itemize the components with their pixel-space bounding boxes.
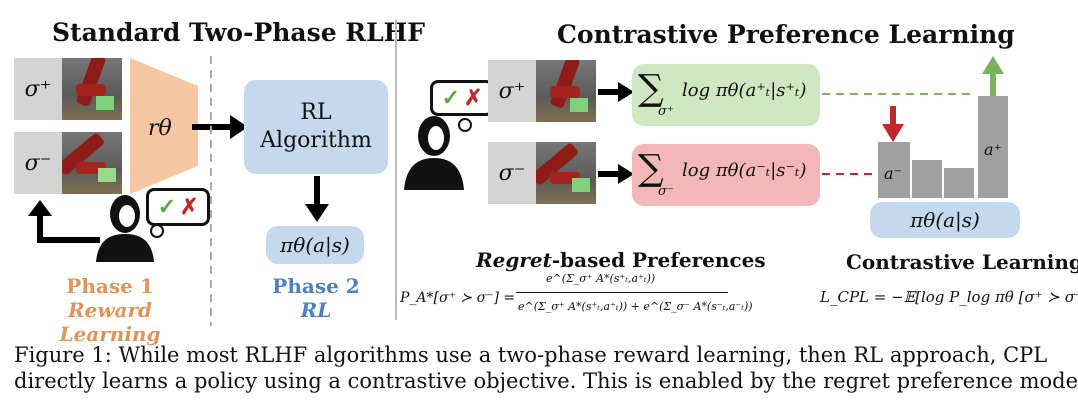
sigma-minus-text: σ⁻ [24, 150, 52, 176]
thought-dot-left [150, 224, 164, 238]
left-panel-title: Standard Two-Phase RLHF [52, 18, 426, 47]
rl-box-line2: Algorithm [260, 128, 372, 153]
arrow-plus-to-sum [598, 82, 634, 102]
sigma-plus-label: σ⁺ [14, 58, 62, 120]
regret-title: Regret-based Preferences [476, 248, 766, 272]
negative-log-expression: log πθ(a⁻ₜ|s⁻ₜ) [682, 160, 807, 181]
phase2-subtitle: RL [300, 298, 332, 322]
policy-label-right: πθ(a|s) [910, 208, 980, 232]
robot-image-plus [62, 58, 122, 120]
cross-icon: ✗ [180, 194, 199, 220]
contrastive-title: Contrastive Learning [846, 250, 1078, 274]
caption-line2: directly learns a policy using a contras… [14, 369, 1078, 393]
robot-image-minus-right [536, 142, 596, 204]
bar-a-plus-label: a⁺ [984, 140, 1002, 159]
caption-line1: Figure 1: While most RLHF algorithms use… [14, 343, 1048, 367]
phase1-subtitle: Reward Learning [59, 298, 161, 346]
bar-2 [912, 160, 942, 198]
annotator-icon-left [96, 195, 154, 262]
feedback-bubble-left: ✓✗ [146, 188, 210, 226]
sum-sign-plus: ∑ [638, 68, 664, 109]
phase2-title: Phase 2 [272, 274, 360, 298]
right-panel-title: Contrastive Preference Learning [557, 20, 1015, 49]
rl-box-line1: RL [300, 100, 332, 125]
positive-log-expression: log πθ(a⁺ₜ|s⁺ₜ) [682, 80, 807, 101]
sum-subscript-minus: σ⁻ [658, 184, 674, 199]
regret-numerator: e^(Σ_σ⁺ A*(s⁺ₜ,a⁺ₜ)) [546, 272, 656, 285]
phase-divider [210, 56, 212, 326]
sigma-minus-text-right: σ⁻ [498, 160, 526, 186]
arrow-minus-to-sum [598, 164, 634, 184]
cpl-loss: L_CPL = −𝔼[log P_log πθ [σ⁺ ≻ σ⁻]] [820, 288, 1078, 306]
up-arrow-icon [982, 56, 1004, 96]
down-arrow-icon [882, 106, 904, 142]
sigma-plus-text: σ⁺ [24, 76, 52, 102]
arrow-to-policy [305, 176, 329, 222]
feedback-arrow [28, 200, 100, 243]
policy-box-left: πθ(a|s) [266, 226, 364, 264]
bar-a-plus: a⁺ [978, 96, 1008, 198]
sigma-minus-label: σ⁻ [14, 132, 62, 194]
dashed-connectors [822, 93, 976, 175]
cross-icon-right: ✗ [464, 85, 483, 111]
regret-title-rest: -based Preferences [551, 248, 766, 272]
sigma-plus-text-right: σ⁺ [498, 78, 526, 104]
regret-lhs: P_A*[σ⁺ ≻ σ⁻] = [400, 290, 516, 306]
sum-subscript-plus: σ⁺ [658, 104, 674, 119]
check-icon: ✓ [157, 194, 176, 220]
rl-algorithm-box: RL Algorithm [244, 80, 388, 174]
sigma-minus-label-right: σ⁻ [488, 142, 536, 204]
sum-sign-minus: ∑ [638, 148, 664, 189]
robot-image-plus-right [536, 60, 596, 122]
fraction-bar [516, 292, 728, 293]
bar-a-minus: a⁻ [878, 142, 910, 198]
reward-model-shape [130, 58, 198, 194]
bar-a-minus-label: a⁻ [884, 164, 902, 183]
panel-separator [395, 20, 397, 320]
phase1-title: Phase 1 [66, 274, 154, 298]
annotator-icon-right [404, 116, 464, 190]
sigma-plus-label-right: σ⁺ [488, 60, 536, 122]
bar-3 [944, 168, 974, 198]
reward-model-label: rθ [148, 116, 172, 141]
regret-title-italic: Regret [476, 248, 552, 272]
check-icon-right: ✓ [441, 85, 460, 111]
arrow-to-rl [192, 115, 248, 139]
policy-box-right: πθ(a|s) [870, 202, 1020, 238]
thought-dot-right [458, 118, 472, 132]
positive-sum-box: ∑ σ⁺ log πθ(a⁺ₜ|s⁺ₜ) [632, 64, 820, 126]
robot-image-minus [62, 132, 122, 194]
feedback-bubble-right: ✓✗ [430, 80, 494, 116]
policy-label-left: πθ(a|s) [280, 233, 350, 257]
regret-denominator: e^(Σ_σ⁺ A*(s⁺ₜ,a⁺ₜ)) + e^(Σ_σ⁻ A*(s⁻ₜ,a⁻… [518, 300, 753, 313]
negative-sum-box: ∑ σ⁻ log πθ(a⁻ₜ|s⁻ₜ) [632, 144, 820, 206]
